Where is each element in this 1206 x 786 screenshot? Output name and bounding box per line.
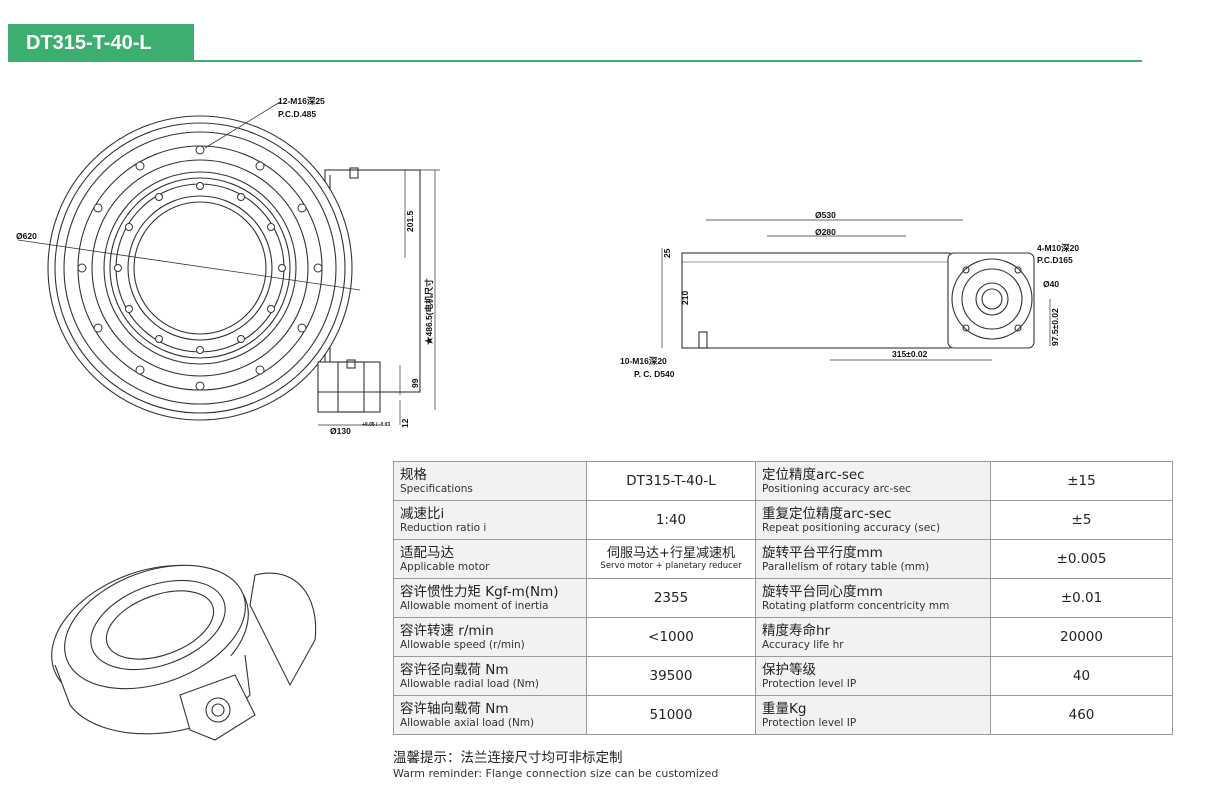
side-bottom-holes: 10-M16深20	[620, 356, 667, 366]
label-en: Accuracy life hr	[762, 638, 844, 651]
spec-value: 39500	[586, 656, 756, 696]
label-zh: 规格	[400, 466, 427, 483]
label-en: Applicable motor	[400, 560, 490, 573]
spec-value: 51000	[586, 695, 756, 735]
spec-value: 40	[990, 656, 1173, 696]
shaft-dia: Ø40	[1043, 279, 1059, 289]
label-zh: 旋转平台同心度mm	[762, 583, 883, 600]
dim-99: 99	[410, 378, 420, 388]
spec-value: 20000	[990, 617, 1173, 657]
dim-motor-length: 201.5	[405, 210, 415, 232]
label-zh: 容许转速 r/min	[400, 622, 494, 639]
motor-value-en: Servo motor + planetary reducer	[600, 561, 742, 571]
front-view	[17, 101, 440, 426]
side-view	[661, 219, 1051, 361]
spec-value: <1000	[586, 617, 756, 657]
footer-note-en: Warm reminder: Flange connection size ca…	[393, 767, 719, 780]
label-en: Allowable moment of inertia	[400, 599, 549, 612]
bolt-holes	[77, 145, 323, 391]
label-en: Protection level IP	[762, 677, 857, 690]
dim-total-height: ★486.5(电机尺寸	[424, 278, 434, 345]
label-en: Allowable speed (r/min)	[400, 638, 525, 651]
dim-210: 210	[680, 291, 690, 305]
front-hole-note: 12-M16深25	[278, 96, 325, 106]
dim-flange: Ø130	[330, 426, 351, 436]
label-zh: 容许轴向载荷 Nm	[400, 700, 509, 717]
side-bottom-pcd: P. C. D540	[634, 369, 675, 379]
label-zh: 定位精度arc-sec	[762, 466, 865, 483]
spec-value: ±0.01	[990, 578, 1173, 618]
dim-25: 25	[662, 248, 672, 258]
table-row: 容许惯性力矩 Kgf-m(Nm)Allowable moment of iner…	[393, 578, 1173, 618]
footer-note-zh: 温馨提示：法兰连接尺寸均可非标定制	[393, 750, 623, 766]
dim-530: Ø530	[815, 210, 836, 220]
label-en: Specifications	[400, 482, 473, 495]
label-en: Rotating platform concentricity mm	[762, 599, 950, 612]
technical-drawing: 12-M16深25 P.C.D.485 Ø620 201.5 ★486.5(电机…	[16, 96, 1079, 436]
label-zh: 重量Kg	[762, 700, 807, 717]
label-zh: 容许径向载荷 Nm	[400, 661, 509, 678]
model-title: DT315-T-40-L	[26, 32, 152, 54]
label-en: Allowable axial load (Nm)	[400, 716, 535, 729]
spec-value: ±5	[990, 500, 1173, 540]
label-en: Reduction ratio i	[400, 521, 487, 534]
label-zh: 容许惯性力矩 Kgf-m(Nm)	[400, 583, 559, 600]
motor-holes: 4-M10深20	[1037, 243, 1079, 253]
label-en: Parallelism of rotary table (mm)	[762, 560, 930, 573]
spec-value: 1:40	[586, 500, 756, 540]
label-zh: 重复定位精度arc-sec	[762, 505, 892, 522]
label-en: Repeat positioning accuracy (sec)	[762, 521, 941, 534]
isometric-product-sketch	[51, 564, 317, 741]
dim-315: 315±0.02	[892, 349, 928, 359]
dim-12: 12	[400, 418, 410, 428]
dim-280: Ø280	[815, 227, 836, 237]
label-zh: 减速比i	[400, 505, 445, 522]
label-en: Allowable radial load (Nm)	[400, 677, 539, 690]
front-diameter: Ø620	[16, 231, 37, 241]
title-underline	[194, 60, 1142, 62]
label-en: Positioning accuracy arc-sec	[762, 482, 911, 495]
spec-value: ±15	[990, 461, 1173, 501]
spec-value: ±0.005	[990, 539, 1173, 579]
spec-value: DT315-T-40-L	[586, 461, 756, 501]
label-zh: 保护等级	[762, 661, 816, 678]
label-en: Protection level IP	[762, 716, 857, 729]
front-pcd-note: P.C.D.485	[278, 109, 316, 119]
spec-label: 容许惯性力矩 Kgf-m(Nm)Allowable moment of iner…	[393, 578, 587, 618]
motor-pcd: P.C.D165	[1037, 255, 1073, 265]
label-zh: 适配马达	[400, 544, 454, 561]
model-title-tab: DT315-T-40-L	[8, 24, 194, 62]
motor-value-zh: 伺服马达+行星减速机	[607, 546, 735, 561]
spec-value: 2355	[586, 578, 756, 618]
dim-97: 97.5±0.02	[1050, 308, 1060, 346]
spec-value: 460	[990, 695, 1173, 735]
dim-flange-tol: +0.05 / -0.03	[362, 422, 390, 428]
label-zh: 旋转平台平行度mm	[762, 544, 883, 561]
label-zh: 精度寿命hr	[762, 622, 831, 639]
